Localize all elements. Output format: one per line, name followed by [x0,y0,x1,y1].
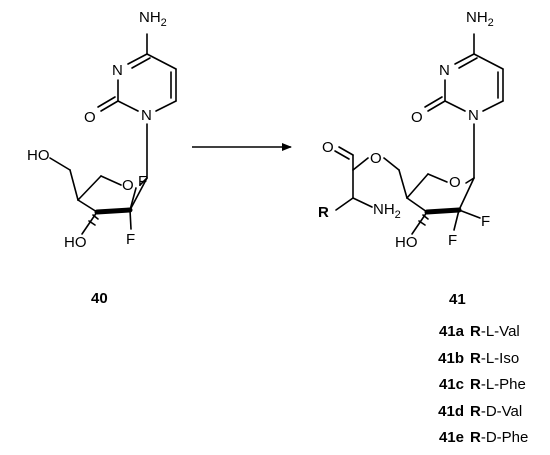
variant-r: R [470,376,481,393]
n1-label-40: N [141,107,152,124]
variant-r: R [470,323,481,340]
compound-41-structure: NH2 N N O O O O F F HO R NH2 [318,9,504,251]
n3-label-40: N [112,62,123,79]
carbonyl-o-label-41: O [411,109,423,126]
variant-r: R [470,402,481,420]
fluorine-label-41a: F [481,213,490,230]
variant-desc: -L-Iso [480,349,520,367]
variant-desc: -L-Phe [480,376,526,393]
variant-id: 41b [438,349,464,367]
fluorine-label-40b: F [126,231,135,248]
n3-label-41: N [439,62,450,79]
variant-id: 41a [438,323,464,340]
compound-label-41: 41 [449,291,466,308]
ester-o-label-41: O [370,150,382,167]
variant-id: 41d [438,402,464,420]
variant-r: R [470,429,481,446]
hydroxyl-3-label-40: HO [64,234,87,251]
compound-40-structure: NH2 N N O O F F HO HO [27,9,177,251]
variant-row: 41a R-L-Val [412,319,547,346]
variant-desc: -D-Phe [480,429,529,446]
variant-desc: -D-Val [480,402,523,420]
fluorine-label-40a: F [138,173,147,190]
carbonyl-o-label-40: O [84,109,96,126]
variant-desc: -L-Val [480,323,520,340]
ring-o-label-40: O [122,177,134,194]
hydroxyl-5-label-40: HO [27,147,50,164]
variant-row: 41e R-D-Phe [412,425,547,452]
r-group-label-41: R [318,204,329,221]
variant-row: 41b R-L-Iso [412,346,547,373]
hydroxyl-3-label-41: HO [395,234,418,251]
variant-id: 41c [438,376,464,393]
variant-row: 41d R-D-Val [412,399,547,426]
variant-r: R [470,349,481,367]
fluorine-label-41b: F [448,232,457,249]
compound-label-40: 40 [91,290,108,307]
variant-id: 41e [438,429,464,446]
alpha-amine-label-41: NH2 [373,201,401,221]
n1-label-41: N [468,107,479,124]
ester-carbonyl-o-label-41: O [322,139,334,156]
amine-label-41: NH2 [466,9,494,29]
amine-label-40: NH2 [139,9,167,29]
variant-row: 41c R-L-Phe [412,372,547,399]
ring-o-label-41: O [449,174,461,191]
